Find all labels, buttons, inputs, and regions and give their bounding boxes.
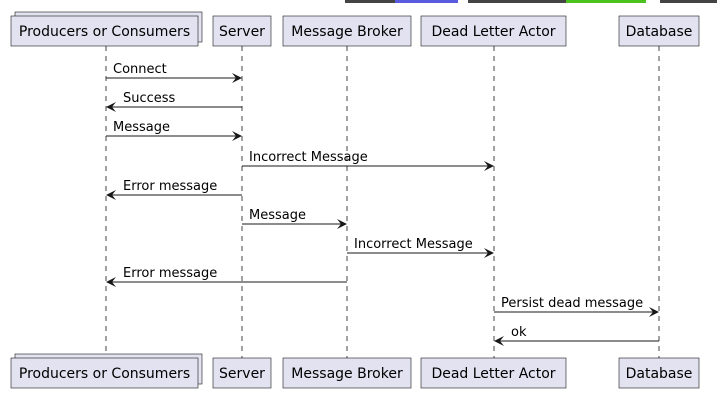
participant-label: Database bbox=[626, 366, 693, 382]
lifelines bbox=[105, 46, 660, 358]
participant-pc-top: Producers or Consumers bbox=[10, 11, 203, 47]
message-label: Error message bbox=[123, 266, 217, 281]
top-strip-segment-dark-1 bbox=[345, 0, 395, 3]
message-10: ok bbox=[494, 325, 659, 346]
message-4: Incorrect Message bbox=[242, 150, 494, 171]
participant-box bbox=[282, 357, 412, 389]
participant-label: Message Broker bbox=[291, 24, 403, 40]
participant-dla-top: Dead Letter Actor bbox=[420, 15, 567, 47]
participant-broker-top: Message Broker bbox=[282, 15, 412, 47]
participant-db-bottom: Database bbox=[618, 357, 700, 389]
message-label: Message bbox=[113, 120, 170, 135]
message-label: ok bbox=[511, 325, 527, 340]
participant-box bbox=[420, 357, 567, 389]
participant-box bbox=[212, 15, 272, 47]
participant-box bbox=[420, 15, 567, 47]
message-3: Message bbox=[106, 120, 242, 141]
participant-db-top: Database bbox=[618, 15, 700, 47]
message-label: Message bbox=[249, 208, 306, 223]
top-strip-segment-dark-3 bbox=[660, 0, 717, 3]
participant-pc-bottom: Producers or Consumers bbox=[10, 353, 203, 389]
top-strip-segment-dark-2 bbox=[468, 0, 566, 3]
message-label: Error message bbox=[123, 179, 217, 194]
participant-box bbox=[618, 15, 700, 47]
top-strip-segment-green bbox=[566, 0, 646, 3]
participant-box bbox=[282, 15, 412, 47]
participant-server-bottom: Server bbox=[212, 357, 272, 389]
participant-box bbox=[10, 357, 199, 389]
top-strip-segment-blue bbox=[395, 0, 458, 3]
participants-bottom: Producers or Consumers Server Message Brok… bbox=[10, 353, 700, 389]
message-label: Persist dead message bbox=[501, 296, 643, 311]
participant-box bbox=[10, 15, 199, 47]
participant-label: Producers or Consumers bbox=[19, 366, 190, 382]
message-6: Message bbox=[242, 208, 347, 229]
participant-box bbox=[618, 357, 700, 389]
participant-broker-bottom: Message Broker bbox=[282, 357, 412, 389]
participant-label: Message Broker bbox=[291, 366, 403, 382]
message-label: Incorrect Message bbox=[249, 150, 368, 165]
participant-server-top: Server bbox=[212, 15, 272, 47]
message-2: Success bbox=[106, 91, 242, 112]
message-7: Incorrect Message bbox=[347, 237, 494, 258]
message-label: Connect bbox=[113, 62, 167, 77]
participant-label: Server bbox=[219, 366, 265, 382]
participant-label: Producers or Consumers bbox=[19, 24, 190, 40]
participant-box bbox=[212, 357, 272, 389]
participant-label: Server bbox=[219, 24, 265, 40]
message-5: Error message bbox=[106, 179, 242, 200]
message-label: Success bbox=[123, 91, 176, 106]
message-1: Connect bbox=[106, 62, 242, 83]
participant-label: Database bbox=[626, 24, 693, 40]
participant-dla-bottom: Dead Letter Actor bbox=[420, 357, 567, 389]
message-8: Error message bbox=[106, 266, 347, 287]
message-9: Persist dead message bbox=[494, 296, 659, 317]
participant-label: Dead Letter Actor bbox=[431, 24, 555, 40]
participants-top: Producers or Consumers Server Message Brok… bbox=[10, 11, 700, 47]
participant-label: Dead Letter Actor bbox=[431, 366, 555, 382]
top-color-strip bbox=[345, 0, 717, 3]
message-label: Incorrect Message bbox=[354, 237, 473, 252]
